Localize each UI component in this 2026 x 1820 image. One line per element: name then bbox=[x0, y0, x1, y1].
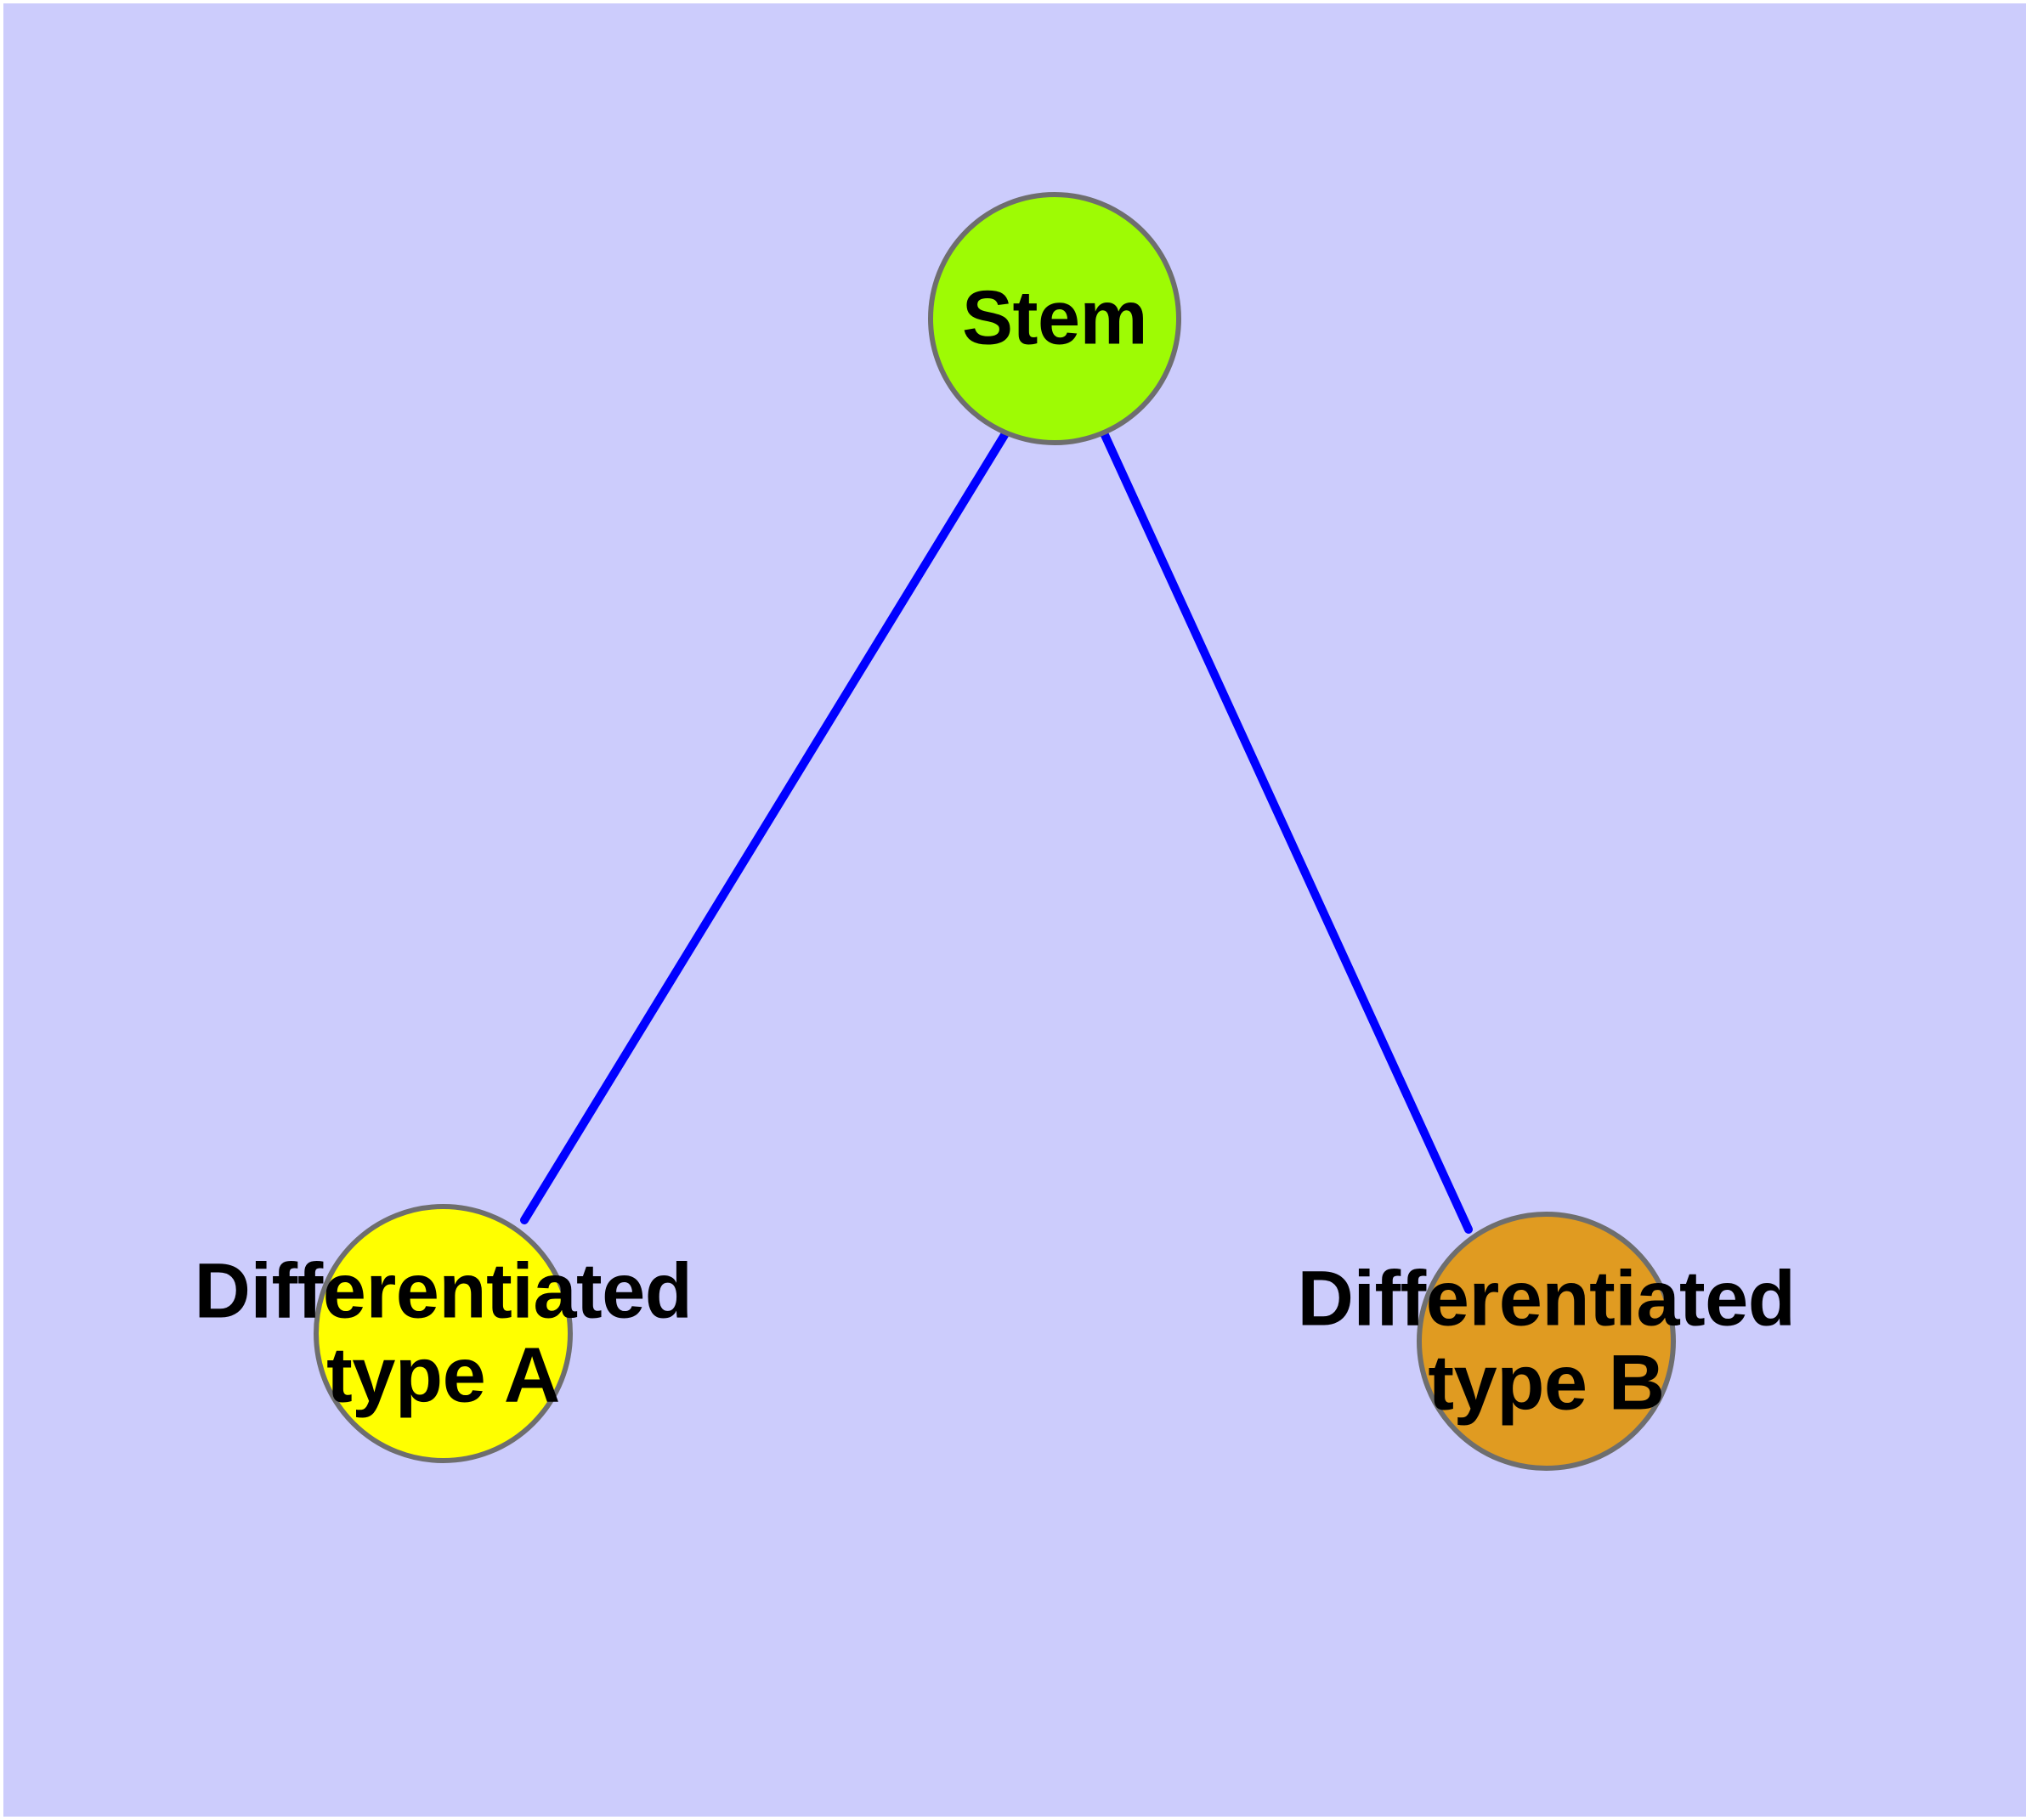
node-stem[interactable]: Stem bbox=[928, 192, 1181, 445]
node-differentiated-type-b[interactable]: Differentiated type B bbox=[1298, 1212, 1796, 1471]
label-line-1: Differentiated bbox=[194, 1247, 693, 1335]
label-line-2: type A bbox=[326, 1331, 560, 1419]
node-layer: Stem Differentiated type A Differentiate… bbox=[3, 3, 2026, 1820]
edge-stem-to-type-a bbox=[520, 431, 1009, 1224]
node-differentiated-type-a[interactable]: Differentiated type A bbox=[195, 1204, 693, 1463]
node-differentiated-type-b-label: Differentiated type B bbox=[1297, 1255, 1796, 1427]
edge-stem-to-type-b bbox=[1101, 431, 1473, 1234]
label-line-2: type B bbox=[1428, 1339, 1665, 1427]
node-differentiated-type-a-label: Differentiated type A bbox=[194, 1247, 693, 1419]
edge-layer bbox=[520, 431, 1473, 1234]
node-stem-label: Stem bbox=[961, 275, 1148, 361]
label-line-1: Differentiated bbox=[1297, 1255, 1796, 1342]
